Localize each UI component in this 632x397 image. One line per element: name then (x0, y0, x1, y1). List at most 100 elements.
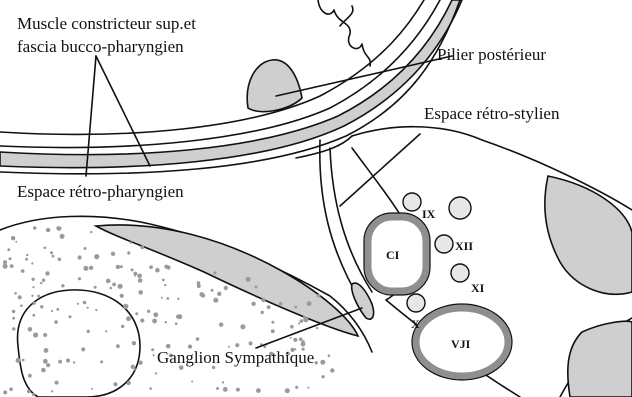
texture-dot (10, 264, 14, 268)
texture-dot (9, 387, 13, 391)
texture-dot (164, 284, 166, 286)
texture-dot (249, 341, 253, 345)
label-muscle-line2: fascia bucco-pharyngien (17, 37, 184, 56)
texture-dot (21, 269, 25, 273)
texture-dot (271, 321, 274, 324)
texture-dot (151, 348, 154, 351)
texture-dot (46, 228, 50, 232)
texture-dot (120, 294, 124, 298)
texture-dot (81, 347, 85, 351)
texture-dot (147, 310, 150, 313)
texture-dot (126, 316, 131, 321)
texture-dot (140, 245, 144, 249)
texture-dot (66, 358, 70, 362)
texture-dot (330, 368, 334, 372)
texture-dot (32, 393, 35, 396)
texture-dot (137, 274, 142, 279)
texture-dot (175, 322, 178, 325)
texture-dot (316, 327, 318, 329)
texture-dot (94, 286, 97, 289)
texture-dot (177, 314, 182, 319)
texture-dot (134, 368, 136, 370)
texture-dot (140, 318, 144, 322)
texture-dot (219, 323, 223, 327)
texture-dot (20, 304, 23, 307)
label-x: X (411, 317, 420, 331)
texture-dot (105, 330, 107, 332)
texture-dot (56, 308, 59, 311)
texture-dot (155, 372, 157, 374)
texture-dot (236, 388, 240, 392)
texture-dot (138, 278, 143, 283)
texture-dot (91, 388, 93, 390)
texture-dot (315, 361, 318, 364)
texture-dot (295, 386, 298, 389)
texture-dot (31, 262, 33, 264)
texture-dot (116, 265, 120, 269)
texture-dot (320, 360, 325, 365)
texture-dot (285, 388, 290, 393)
texture-dot (57, 226, 62, 231)
texture-dot (3, 390, 7, 394)
label-ix: IX (422, 207, 436, 221)
nerve-x (407, 294, 425, 312)
texture-dot (106, 279, 111, 284)
texture-dot (153, 354, 155, 356)
texture-dot (78, 255, 82, 259)
top-scribble (318, 0, 370, 66)
texture-dot (52, 255, 55, 258)
texture-dot (3, 264, 8, 269)
label-xii: XII (455, 239, 473, 253)
texture-dot (44, 247, 47, 250)
texture-dot (279, 302, 282, 305)
texture-dot (33, 302, 36, 305)
texture-dot (111, 252, 115, 256)
nerve-xii (435, 235, 453, 253)
texture-dot (12, 310, 15, 313)
texture-dot (121, 325, 124, 328)
texture-dot (166, 297, 169, 300)
texture-dot (261, 311, 264, 314)
texture-dot (155, 268, 160, 273)
texture-dot (307, 301, 312, 306)
nerve-ix (403, 193, 421, 211)
texture-dot (120, 265, 123, 268)
texture-dot (9, 257, 12, 260)
texture-dot (222, 381, 224, 383)
texture-dot (87, 330, 90, 333)
texture-dot (110, 287, 113, 290)
texture-dot (267, 305, 271, 309)
texture-dot (301, 342, 306, 347)
texture-dot (224, 286, 228, 290)
texture-dot (54, 320, 58, 324)
pilier-shape (247, 60, 302, 112)
texture-dot (294, 306, 297, 309)
texture-dot (83, 301, 87, 305)
texture-dot (116, 344, 120, 348)
texture-dot (40, 305, 43, 308)
texture-dot (123, 304, 128, 309)
texture-dot (290, 337, 292, 339)
texture-dot (11, 236, 15, 240)
texture-dot (127, 381, 131, 385)
texture-dot (256, 388, 261, 393)
texture-dot (42, 279, 45, 282)
texture-dot (51, 390, 53, 392)
texture-dot (213, 298, 218, 303)
texture-dot (31, 295, 33, 297)
texture-dot (69, 315, 72, 318)
texture-dot (213, 271, 216, 274)
texture-dot (27, 390, 31, 394)
texture-dot (133, 272, 137, 276)
texture-dot (300, 319, 304, 323)
texture-dot (112, 283, 116, 287)
muscle-mass-lower-right (568, 321, 632, 397)
texture-dot (131, 268, 134, 271)
texture-dot (164, 265, 168, 269)
texture-dot (51, 310, 53, 312)
texture-dot (85, 267, 88, 270)
texture-dot (298, 322, 300, 324)
vertebral-body (18, 290, 140, 397)
